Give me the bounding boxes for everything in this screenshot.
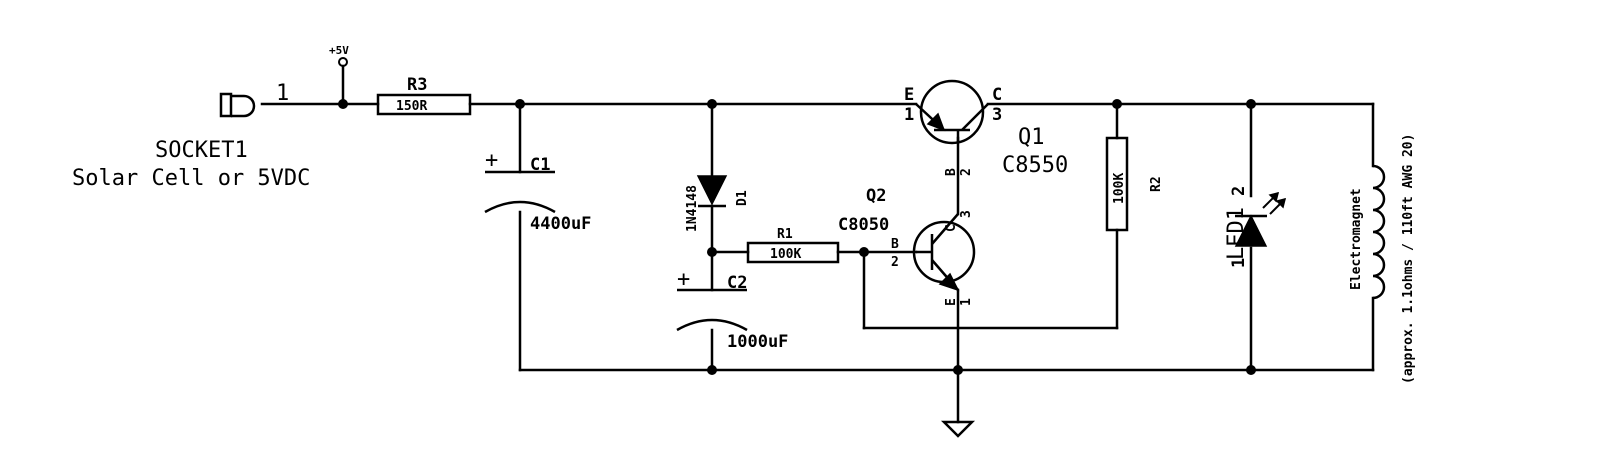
- junctions: [338, 99, 1256, 375]
- r1-value: 100K: [770, 247, 801, 262]
- c1-reference: C1: [530, 155, 550, 175]
- r2-value: 100K: [1112, 173, 1127, 204]
- junction: [1112, 99, 1122, 109]
- diode-icon: [696, 175, 728, 206]
- resistor-body: [746, 241, 840, 264]
- r2-reference: R2: [1149, 176, 1164, 192]
- q2-pin-b-number: 2: [891, 255, 899, 270]
- c2-polarity-mark: +: [677, 267, 690, 292]
- capacitor-curved-plate: [484, 200, 556, 214]
- c1-value: 4400uF: [530, 214, 591, 234]
- led1-pin-top: 2: [1229, 186, 1249, 196]
- junction: [338, 99, 348, 109]
- r3-value: 150R: [396, 99, 427, 114]
- q2-pin-e-label: E: [944, 298, 959, 306]
- transistor-body: [919, 79, 985, 145]
- q2-pin-c-label: C: [944, 224, 959, 232]
- r3-reference: R3: [407, 75, 427, 95]
- capacitor-curved-plate: [676, 318, 748, 332]
- socket-body: [219, 92, 233, 118]
- socket-value: Solar Cell or 5VDC: [72, 166, 310, 191]
- d1-value: 1N4148: [685, 185, 700, 232]
- c2-capacitor: + C2 1000uF: [676, 267, 788, 352]
- electromagnet: Electromagnet (approx. 1.1ohms / 110ft A…: [1349, 134, 1416, 384]
- led1-pin-bottom: 1: [1229, 258, 1249, 268]
- q1-pin-c-label: C: [992, 85, 1002, 105]
- socket-reference: SOCKET1: [155, 138, 248, 163]
- q1-pin-b-number: 2: [959, 168, 974, 176]
- junction: [707, 365, 717, 375]
- junction: [515, 99, 525, 109]
- power-flag-icon: [338, 57, 348, 67]
- junction: [1246, 365, 1256, 375]
- q2-transistor: Q2 C8050 B 2 C 3 E 1: [838, 186, 976, 306]
- coil-icon: [1372, 164, 1386, 300]
- ground: [940, 420, 976, 438]
- led-icon: [1234, 214, 1268, 247]
- q2-pin-c-number: 3: [959, 210, 974, 218]
- q1-pin-e-number: 1: [904, 105, 914, 125]
- junction: [953, 365, 963, 375]
- q1-value: C8550: [1002, 153, 1068, 178]
- r2-resistor: 100K R2: [1105, 136, 1164, 232]
- resistor-body: [1105, 136, 1129, 232]
- junction: [1246, 99, 1256, 109]
- q1-pin-b-label: B: [944, 168, 959, 176]
- q2-pin-b-label: B: [891, 237, 899, 252]
- resistor-body: [376, 93, 472, 116]
- emitter-arrow-icon: [926, 112, 946, 132]
- q1-reference: Q1: [1018, 125, 1045, 150]
- c1-capacitor: + C1 4400uF: [484, 148, 591, 234]
- led1: LED1 2 1: [1224, 186, 1287, 268]
- ground-icon: [940, 420, 976, 438]
- junction: [707, 99, 717, 109]
- r1-reference: R1: [777, 227, 793, 242]
- junction: [707, 247, 717, 257]
- r3-resistor: R3 150R: [376, 75, 472, 116]
- d1-diode: 1N4148 D1: [685, 175, 750, 232]
- q2-reference: Q2: [866, 186, 886, 206]
- power-5v: +5V: [329, 44, 349, 67]
- c1-polarity-mark: +: [485, 148, 498, 173]
- power-label: +5V: [329, 44, 349, 57]
- coil-reference: Electromagnet: [1349, 188, 1364, 290]
- q1-transistor: E 1 C 3 B 2 Q1 C8550: [904, 79, 1068, 178]
- junction: [859, 247, 869, 257]
- c2-reference: C2: [727, 273, 747, 293]
- q2-pin-e-number: 1: [959, 298, 974, 306]
- socket-icon: [231, 94, 256, 118]
- emitter-arrow-icon: [938, 272, 960, 292]
- socket-pin-number: 1: [276, 81, 289, 106]
- coil-value: (approx. 1.1ohms / 110ft AWG 20): [1401, 134, 1416, 384]
- q2-value: C8050: [838, 215, 889, 235]
- c2-value: 1000uF: [727, 332, 788, 352]
- wires: [260, 64, 1375, 424]
- q1-pin-c-number: 3: [992, 105, 1002, 125]
- q1-pin-e-label: E: [904, 85, 914, 105]
- led1-reference: LED1: [1224, 207, 1249, 260]
- r1-resistor: R1 100K: [746, 227, 840, 264]
- socket1: 1 SOCKET1 Solar Cell or 5VDC: [72, 81, 310, 191]
- d1-reference: D1: [735, 190, 750, 206]
